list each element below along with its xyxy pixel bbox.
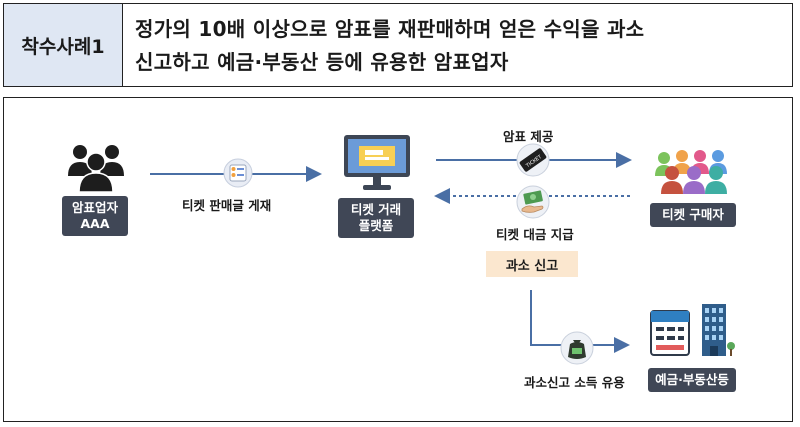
listing-icon (223, 158, 253, 188)
flow-supply-label: 암표 제공 (503, 129, 554, 144)
money-bag-icon (560, 331, 594, 365)
node-assets: 예금·부동산등 (648, 368, 736, 392)
bank-book-icon (650, 310, 690, 356)
ticket-icon: TICKET (516, 143, 550, 177)
node-buyer: 티켓 구매자 (650, 203, 736, 227)
building-icon (702, 304, 735, 356)
monitor-icon (344, 135, 410, 190)
flow-divert-label: 과소신고 소득 유용 (524, 375, 625, 390)
case-badge: 착수사례1 (4, 4, 123, 86)
node-platform-line2: 플랫폼 (358, 218, 394, 233)
node-platform-line1: 티켓 거래 (350, 202, 402, 217)
buyers-group-icon (655, 150, 727, 194)
cash-hand-icon (516, 185, 550, 219)
case-title-line1: 정가의 10배 이상으로 암표를 재판매하며 얻은 수익을 과소 (135, 17, 645, 41)
case-title: 정가의 10배 이상으로 암표를 재판매하며 얻은 수익을 과소 신고하고 예금… (123, 4, 792, 86)
case-title-line2: 신고하고 예금·부동산 등에 유용한 암표업자 (135, 50, 509, 74)
node-scalper-line2: AAA (80, 216, 110, 231)
people-group-icon (68, 145, 124, 193)
arrow-divert (530, 290, 630, 353)
flow-post-label: 티켓 판매글 게재 (182, 198, 272, 213)
case-header: 착수사례1 정가의 10배 이상으로 암표를 재판매하며 얻은 수익을 과소 신… (3, 3, 793, 87)
node-scalper-line1: 암표업자 (71, 200, 118, 215)
underreport-badge: 과소 신고 (486, 251, 578, 277)
diagram-frame (3, 97, 793, 422)
flow-payment-label: 티켓 대금 지급 (496, 227, 574, 242)
node-platform: 티켓 거래 플랫폼 (338, 198, 414, 238)
node-scalper: 암표업자 AAA (62, 196, 128, 236)
